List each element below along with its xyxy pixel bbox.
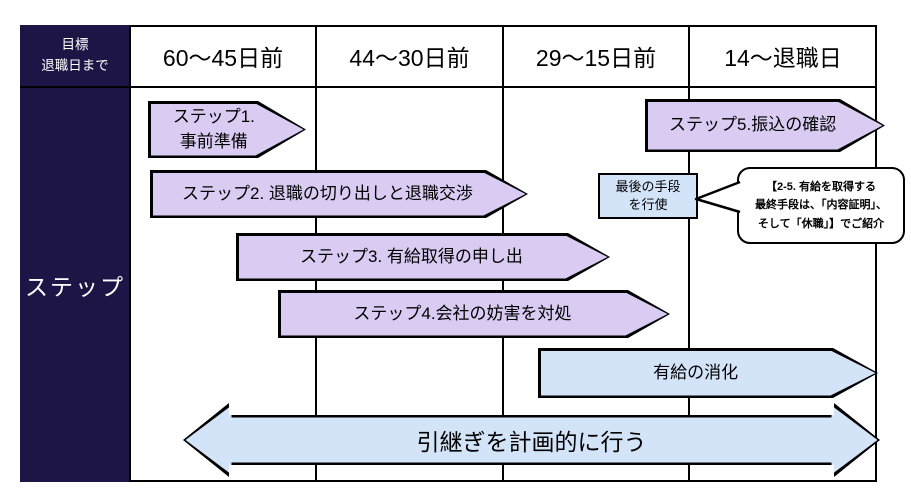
handover-arrow: 引継ぎを計画的に行う [183,403,880,477]
callout-line1: 【2-5. 有給を取得する [765,181,876,194]
corner-label-line1: 目標 [61,37,89,53]
column-header-1: 60〜45日前 [162,45,284,71]
step4-arrow: ステップ4.会社の妨害を対処 [278,290,670,338]
last-resort-line2: を行使 [628,197,668,212]
callout-bubble: 【2-5. 有給を取得する 最終手段は、「内容証明」、 そして「休職」】でご紹介 [737,167,905,244]
callout-line2: 最終手段は、「内容証明」、 [755,199,887,212]
step1-label: ステップ1. 事前準備 [173,105,282,154]
column-header-2: 44〜30日前 [349,45,470,71]
grid-vline-4 [688,25,690,482]
step1-label-line2: 事前準備 [179,131,248,151]
column-header-4: 14〜退職日 [724,45,842,71]
step1-label-line1: ステップ1. [172,106,255,126]
paid-leave-label: 有給の消化 [653,362,739,382]
step2-label: ステップ2. 退職の切り出しと退職交渉 [182,183,473,203]
step5-arrow: ステップ5.振込の確認 [645,99,885,152]
grid-vline-1 [129,25,131,482]
sidebar-label: ステップ [25,273,125,300]
last-resort-line1: 最後の手段 [615,178,681,194]
step3-label: ステップ3. 有給取得の申し出 [300,246,523,266]
header-divider [20,86,877,88]
callout-tail [694,180,741,214]
corner-cell: 目標 退職日まで [20,25,130,87]
last-resort-box: 最後の手段 を行使 [598,173,698,219]
sidebar-cell: ステップ [20,87,130,482]
step2-arrow: ステップ2. 退職の切り出しと退職交渉 [150,170,528,218]
step5-label: ステップ5.振込の確認 [669,115,837,135]
step4-label: ステップ4.会社の妨害を対処 [353,303,572,323]
handover-label: 引継ぎを計画的に行う [416,429,647,455]
step1-arrow: ステップ1. 事前準備 [148,101,306,158]
corner-label-line2: 退職日まで [41,58,109,73]
paid-leave-arrow: 有給の消化 [538,348,878,398]
column-header-3: 29〜15日前 [535,45,657,71]
callout-line3: そして「休職」】でご紹介 [757,217,885,230]
step3-arrow: ステップ3. 有給取得の申し出 [236,233,610,281]
